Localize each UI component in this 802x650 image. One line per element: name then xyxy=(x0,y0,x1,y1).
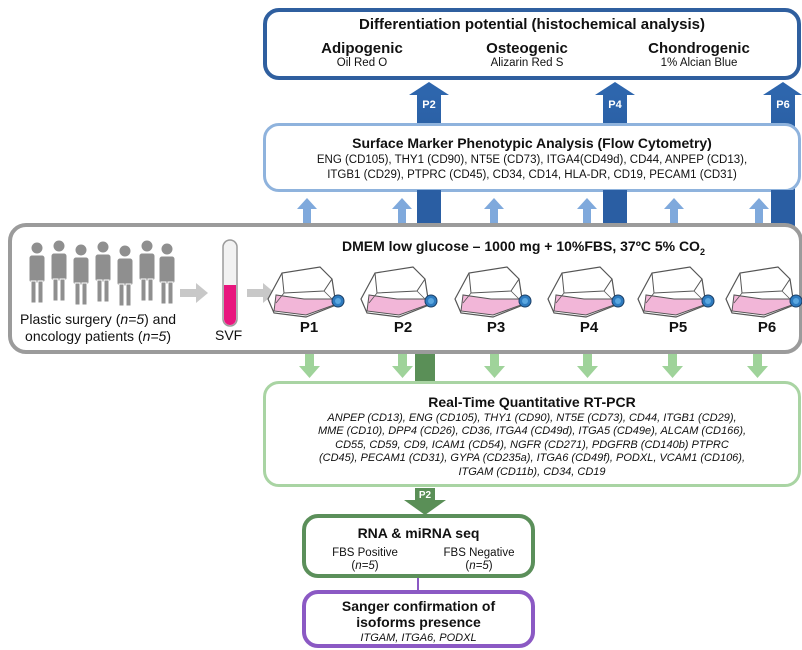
sanger-title: Sanger confirmation of isoforms presence xyxy=(306,598,531,630)
patients-line-1-n: n=5 xyxy=(120,311,145,327)
medium-label: DMEM low glucose – 1000 mg + 10%FBS, 37º… xyxy=(342,238,705,257)
flask-icon-p2 xyxy=(360,266,438,318)
medium-text: DMEM low glucose – 1000 mg + 10%FBS, 37º… xyxy=(342,238,700,254)
rnaseq-title: RNA & miRNA seq xyxy=(357,525,480,541)
green-down-arrow-p3 xyxy=(484,352,505,378)
arrow-label-p4: P4 xyxy=(608,99,622,111)
rnaseq-positive-n: n=5 xyxy=(355,560,375,572)
rtpcr-box: Real-Time Quantitative RT-PCR ANPEP (CD1… xyxy=(263,381,801,487)
diff-col-chondrogenic: Chondrogenic 1% Alcian Blue xyxy=(619,40,779,69)
passage-label-p4: P4 xyxy=(579,319,599,336)
test-tube-icon xyxy=(222,239,238,327)
rtpcr-genes: ANPEP (CD13), ENG (CD105), THY1 (CD90), … xyxy=(266,412,798,479)
patients-line-1-b: ) and xyxy=(144,311,177,327)
arrow-label-p6: P6 xyxy=(776,99,790,111)
passage-label-p1: P1 xyxy=(299,319,319,336)
rtpcr-title: Real-Time Quantitative RT-PCR xyxy=(428,394,636,410)
flask-icon-p1 xyxy=(267,266,345,318)
rnaseq-positive: FBS Positive (n=5) xyxy=(310,547,420,573)
rnaseq-positive-label: FBS Positive xyxy=(332,547,398,559)
patients-line-1-a: Plastic surgery ( xyxy=(20,311,121,327)
surface-line-1: ENG (CD105), THY1 (CD90), NT5E (CD73), I… xyxy=(316,154,748,166)
light-up-arrow-p1 xyxy=(297,198,317,225)
culture-box: DMEM low glucose – 1000 mg + 10%FBS, 37º… xyxy=(8,223,802,354)
surface-title: Surface Marker Phenotypic Analysis (Flow… xyxy=(352,135,712,151)
diff-stain: 1% Alcian Blue xyxy=(660,57,738,69)
flasks-layer xyxy=(267,266,802,318)
diff-col-osteogenic: Osteogenic Alizarin Red S xyxy=(452,40,602,69)
flask-icon-p4 xyxy=(547,266,625,318)
light-up-arrow-p3 xyxy=(484,198,504,225)
rtpcr-line-5: ITGAM (CD11b), CD34, CD19 xyxy=(458,465,606,478)
passage-label-p5: P5 xyxy=(668,319,688,336)
patients-line-1: Plastic surgery (n=5) and xyxy=(20,311,176,328)
light-up-arrow-p6 xyxy=(749,198,769,225)
surface-marker-box: Surface Marker Phenotypic Analysis (Flow… xyxy=(263,123,801,192)
diff-stain: Oil Red O xyxy=(336,57,388,69)
sanger-box: Sanger confirmation of isoforms presence… xyxy=(302,590,535,648)
rnaseq-negative-label: FBS Negative xyxy=(443,547,515,559)
rnaseq-negative: FBS Negative (n=5) xyxy=(424,547,534,573)
rnaseq-negative-n: n=5 xyxy=(469,560,489,572)
patients-icon xyxy=(28,239,176,307)
green-down-arrow-p1 xyxy=(299,352,320,378)
passage-label-p2: P2 xyxy=(393,319,413,336)
patients-line-2-b: ) xyxy=(166,328,171,344)
patients-label: Plastic surgery (n=5) and oncology patie… xyxy=(20,311,176,345)
flask-icon-p5 xyxy=(637,266,715,318)
light-up-arrows xyxy=(297,198,769,225)
sanger-genes: ITGAM, ITGA6, PODXL xyxy=(360,632,477,644)
green-down-arrow-p4 xyxy=(577,352,598,378)
rtpcr-line-3: CD55, CD59, CD9, ICAM1 (CD54), NGFR (CD2… xyxy=(335,438,729,451)
diff-name: Chondrogenic xyxy=(648,40,750,57)
diff-name: Osteogenic xyxy=(486,40,568,57)
arrow-label-rna-p2: P2 xyxy=(418,490,432,501)
differentiation-title: Differentiation potential (histochemical… xyxy=(359,16,705,33)
medium-subscript: 2 xyxy=(699,246,705,257)
green-down-arrow-p6 xyxy=(747,352,768,378)
sanger-title-line-1: Sanger confirmation of xyxy=(341,598,496,614)
diff-stain: Alizarin Red S xyxy=(490,57,564,69)
sanger-title-line-2: isoforms presence xyxy=(356,614,481,630)
differentiation-box: Differentiation potential (histochemical… xyxy=(263,8,801,80)
light-up-arrow-p4 xyxy=(577,198,597,225)
diff-name: Adipogenic xyxy=(321,40,403,57)
flow-arrow-icon xyxy=(247,283,275,303)
patients-line-2-n: n=5 xyxy=(142,328,167,344)
flask-icon-p3 xyxy=(454,266,532,318)
light-up-arrow-p5 xyxy=(664,198,684,225)
rnaseq-box: RNA & miRNA seq FBS Positive (n=5) FBS N… xyxy=(302,514,535,578)
patients-line-2-a: oncology patients ( xyxy=(25,328,143,344)
patients-line-2: oncology patients (n=5) xyxy=(20,328,176,345)
green-down-arrow-p5 xyxy=(662,352,683,378)
dark-green-arrow-p2 xyxy=(404,350,446,515)
green-down-arrows xyxy=(299,352,768,378)
light-up-arrow-p2 xyxy=(392,198,412,225)
flask-icon-p6 xyxy=(725,266,802,318)
surface-line-2: ITGB1 (CD29), PTPRC (CD45), CD34, CD14, … xyxy=(327,169,737,181)
rtpcr-line-2: MME (CD10), DPP4 (CD26), CD36, ITGA4 (CD… xyxy=(317,425,747,438)
passage-label-p3: P3 xyxy=(486,319,506,336)
svf-label: SVF xyxy=(215,327,243,343)
diff-col-adipogenic: Adipogenic Oil Red O xyxy=(287,40,437,69)
arrow-label-p2: P2 xyxy=(422,99,436,111)
passage-label-p6: P6 xyxy=(757,319,777,336)
green-down-arrow-p2 xyxy=(392,352,413,378)
rtpcr-line-1: ANPEP (CD13), ENG (CD105), THY1 (CD90), … xyxy=(327,412,737,424)
rtpcr-line-4: (CD45), PECAM1 (CD31), GYPA (CD235a), IT… xyxy=(318,452,746,465)
flow-arrow-icon xyxy=(180,283,208,303)
